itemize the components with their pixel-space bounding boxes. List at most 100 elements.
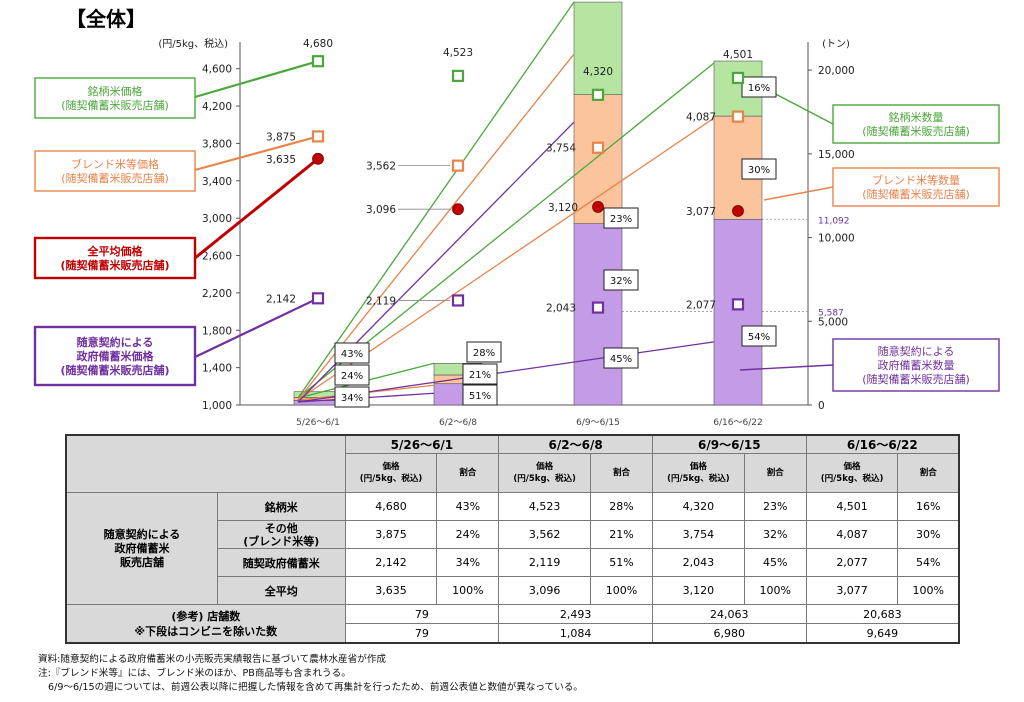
price-label: 3,077 bbox=[686, 206, 716, 218]
share-header: 割合 bbox=[436, 453, 500, 493]
legend-text: 随意契約による bbox=[77, 335, 154, 349]
price-cell: 3,875 bbox=[344, 520, 438, 549]
store-count-cell: 9,649 bbox=[805, 623, 960, 644]
share-link bbox=[297, 1, 575, 399]
price-marker bbox=[731, 298, 745, 311]
x-tick-label: 6/16～6/22 bbox=[713, 418, 762, 428]
share-cell: 34% bbox=[436, 548, 500, 577]
share-label: 54% bbox=[748, 332, 770, 343]
price-label: 2,077 bbox=[686, 299, 716, 311]
share-label-box bbox=[462, 363, 498, 385]
price-cell: 4,087 bbox=[805, 520, 899, 549]
price-label: 3,635 bbox=[266, 154, 296, 166]
share-label-box bbox=[603, 207, 639, 229]
share-label: 21% bbox=[469, 370, 491, 381]
share-label: 16% bbox=[748, 83, 770, 94]
price-label: 3,120 bbox=[548, 202, 578, 214]
legend-box bbox=[34, 77, 196, 119]
legend-text: 政府備蓄米数量 bbox=[878, 358, 955, 372]
share-cell: 100% bbox=[743, 576, 807, 605]
price-cell: 2,077 bbox=[805, 548, 899, 577]
legend-box bbox=[832, 167, 1000, 207]
summary-table: 5/26～6/1 6/2～6/8 6/9～6/15 6/16～6/22 価格(円… bbox=[65, 434, 960, 644]
price-label: 4,523 bbox=[443, 47, 473, 59]
share-label: 23% bbox=[610, 214, 632, 225]
row-label: 銘柄米 bbox=[216, 492, 346, 521]
share-label-box bbox=[334, 364, 370, 386]
legend-connector bbox=[194, 297, 319, 358]
right-tick-label: 0 bbox=[818, 400, 825, 412]
share-cell: 16% bbox=[897, 492, 960, 521]
legend-connector bbox=[194, 60, 319, 99]
footnotes: 資料:随意契約による政府備蓄米の小売販売実績報告に基づいて農林水産省が作成 注:… bbox=[38, 653, 583, 695]
left-tick-label: 1,400 bbox=[202, 363, 232, 375]
share-cell: 54% bbox=[897, 548, 960, 577]
share-label: 51% bbox=[469, 391, 491, 402]
legend-box bbox=[832, 104, 1000, 144]
table-corner bbox=[65, 434, 346, 493]
page-title: 【全体】 bbox=[66, 7, 146, 31]
price-marker bbox=[311, 292, 325, 305]
bar-segment bbox=[573, 1, 623, 96]
price-cell: 2,043 bbox=[651, 548, 745, 577]
price-header: 価格(円/5kg、税込) bbox=[805, 453, 899, 493]
period-header: 6/9～6/15 bbox=[651, 434, 807, 454]
price-marker bbox=[311, 55, 325, 68]
price-label: 3,875 bbox=[266, 131, 296, 143]
price-marker bbox=[591, 88, 605, 101]
price-marker bbox=[732, 205, 744, 217]
price-cell: 3,635 bbox=[344, 576, 438, 605]
legend-connector bbox=[194, 157, 319, 260]
row-label: 随契政府備蓄米 bbox=[216, 548, 346, 577]
period-header: 6/2～6/8 bbox=[498, 434, 653, 454]
legend-text: (随契備蓄米販売店舗) bbox=[60, 363, 169, 377]
price-label: 4,501 bbox=[723, 49, 753, 61]
table-row: 79 1,084 6,980 9,649 bbox=[66, 623, 960, 644]
price-cell: 3,562 bbox=[498, 520, 592, 549]
price-header: 価格(円/5kg、税込) bbox=[344, 453, 438, 493]
price-label: 3,754 bbox=[546, 143, 576, 155]
left-tick-label: 4,200 bbox=[202, 101, 232, 113]
share-label: 24% bbox=[341, 371, 363, 382]
left-axis-label: (円/5kg、税込) bbox=[158, 37, 228, 50]
share-cell: 28% bbox=[590, 492, 653, 521]
share-label-box bbox=[741, 158, 777, 180]
price-marker bbox=[591, 141, 605, 154]
price-marker bbox=[731, 110, 745, 123]
price-label: 2,043 bbox=[546, 303, 576, 315]
left-tick-label: 2,600 bbox=[202, 251, 232, 263]
price-label: 3,562 bbox=[366, 161, 396, 173]
price-label: 2,142 bbox=[266, 293, 296, 305]
legend-box bbox=[34, 150, 196, 192]
store-count-cell: 1,084 bbox=[498, 623, 653, 644]
right-axis-label: (トン) bbox=[822, 39, 850, 50]
legend-connector bbox=[763, 186, 834, 201]
share-cell: 51% bbox=[590, 548, 653, 577]
share-label: 45% bbox=[610, 354, 632, 365]
share-cell: 30% bbox=[897, 520, 960, 549]
share-label: 30% bbox=[748, 165, 770, 176]
x-tick-label: 6/9～6/15 bbox=[576, 418, 620, 428]
price-header: 価格(円/5kg、税込) bbox=[651, 453, 745, 493]
price-marker bbox=[731, 71, 745, 85]
legend-text: (随契備蓄米販売店舗) bbox=[862, 187, 970, 201]
group-label: 随意契約による政府備蓄米販売店舗 bbox=[65, 492, 218, 605]
left-tick-label: 3,000 bbox=[202, 213, 232, 225]
left-tick-label: 3,800 bbox=[202, 138, 232, 150]
share-label-box bbox=[334, 386, 370, 408]
legend-boxes: 銘柄米価格(随契備蓄米販売店舗)ブレンド米等価格(随契備蓄米販売店舗)全平均価格… bbox=[33, 77, 1000, 392]
share-cell: 43% bbox=[436, 492, 500, 521]
share-label-box bbox=[741, 325, 777, 347]
price-lines bbox=[194, 1, 715, 403]
right-tick-label: 20,000 bbox=[818, 65, 855, 77]
table-row: 全平均 3,635 100% 3,096 100% 3,120 100% 3,0… bbox=[66, 576, 960, 605]
right-tick-label: 15,000 bbox=[818, 149, 855, 161]
store-count-cell: 24,063 bbox=[651, 604, 807, 624]
legend-text: 銘柄米数量 bbox=[889, 110, 944, 124]
legend-text: 随意契約による bbox=[878, 344, 955, 358]
price-label: 2,119 bbox=[366, 295, 396, 307]
legend-text: (随契備蓄米販売店舗) bbox=[61, 98, 169, 112]
x-tick-label: 6/2～6/8 bbox=[439, 418, 477, 428]
table-row: その他(ブレンド米等) 3,875 24% 3,562 21% 3,754 32… bbox=[66, 520, 960, 549]
share-label-box bbox=[334, 342, 370, 364]
